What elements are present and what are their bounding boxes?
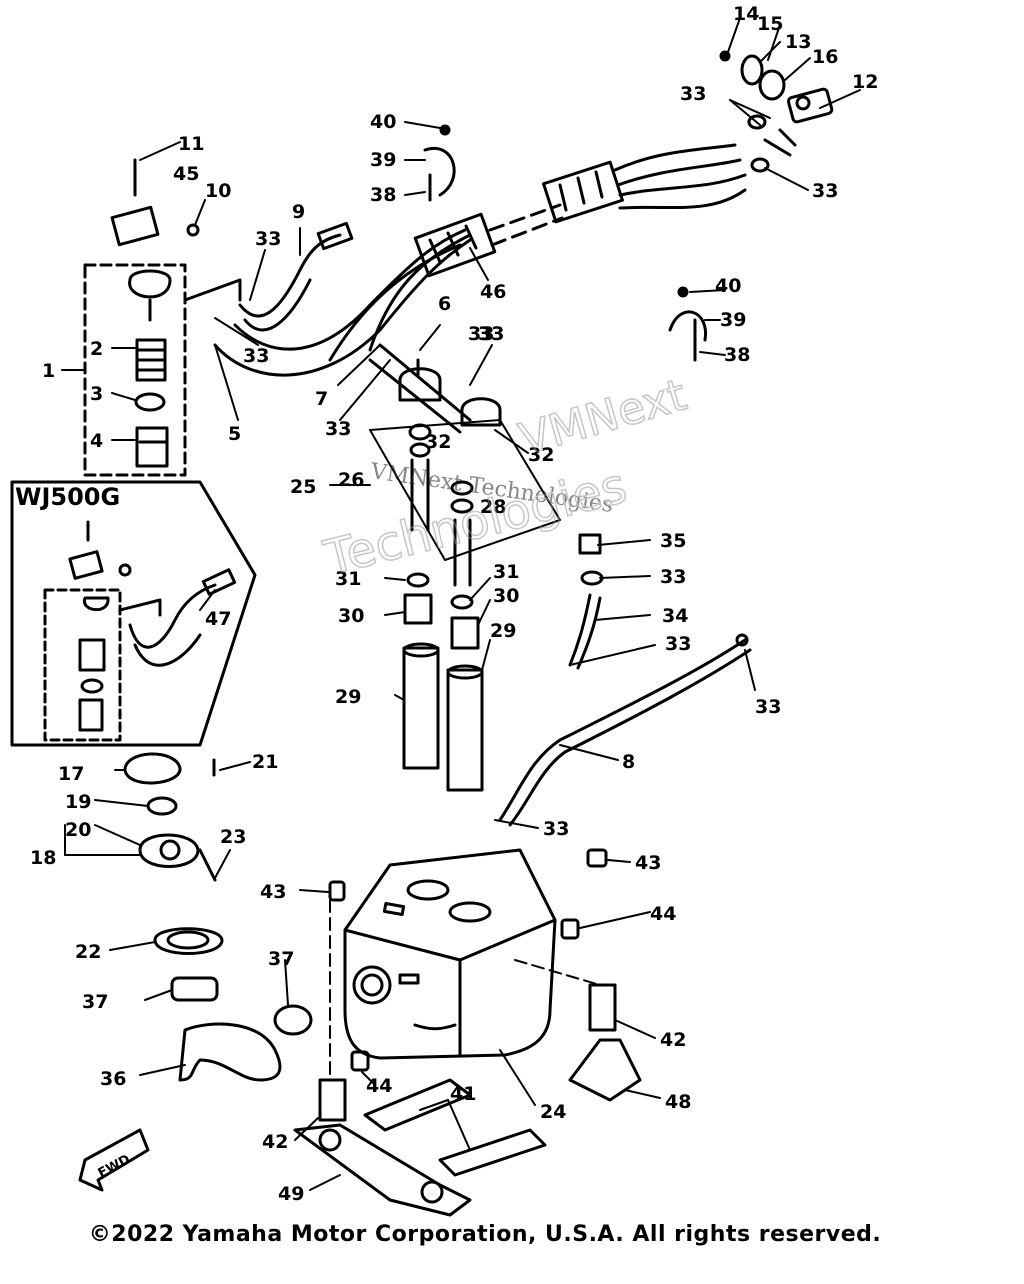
callout-c16: 16 <box>812 46 838 68</box>
callout-c33k: 33 <box>468 323 494 345</box>
fuel-connector-12 <box>719 50 834 173</box>
callout-c21: 21 <box>252 751 278 773</box>
callout-c2: 2 <box>90 338 103 360</box>
callout-c32a: 32 <box>425 431 451 453</box>
callout-c33d: 33 <box>478 323 504 345</box>
callout-c46: 46 <box>480 281 506 303</box>
callout-c29a: 29 <box>335 686 361 708</box>
callout-c22: 22 <box>75 941 101 963</box>
callout-c38a: 38 <box>370 184 396 206</box>
callout-c48: 48 <box>665 1091 691 1113</box>
callout-c44a: 44 <box>650 903 676 925</box>
callout-c31a: 31 <box>335 568 361 590</box>
callout-c6: 6 <box>438 293 451 315</box>
fuel-cock-assembly <box>83 158 242 477</box>
variant-label: WJ500G <box>15 483 120 511</box>
callout-c43a: 43 <box>260 881 286 903</box>
callout-c34: 34 <box>662 605 688 627</box>
callout-c26: 26 <box>338 469 364 491</box>
fuel-hose-bundle <box>213 143 747 434</box>
filler-cap-assembly <box>123 752 313 1082</box>
callout-c35: 35 <box>660 530 686 552</box>
callout-c33f: 33 <box>665 633 691 655</box>
callout-c41: 41 <box>450 1083 476 1105</box>
callout-c25: 25 <box>290 476 316 498</box>
hose-9 <box>238 221 354 332</box>
callout-c24: 24 <box>540 1101 566 1123</box>
callout-c39a: 39 <box>370 149 396 171</box>
callout-c19: 19 <box>65 791 91 813</box>
clamp-group-right <box>668 286 708 362</box>
tank-mounts <box>293 848 642 1217</box>
vent-assembly <box>369 358 561 792</box>
callout-c49: 49 <box>278 1183 304 1205</box>
fwd-label: FWD <box>96 1152 133 1181</box>
callout-c3: 3 <box>90 383 103 405</box>
leader-lines <box>61 17 861 1191</box>
callout-c8: 8 <box>622 751 635 773</box>
callout-c7: 7 <box>315 388 328 410</box>
callout-c9: 9 <box>292 201 305 223</box>
callout-c44b: 44 <box>366 1075 392 1097</box>
callout-c37a: 37 <box>82 991 108 1013</box>
callout-c5: 5 <box>228 423 241 445</box>
callout-c10: 10 <box>205 180 231 202</box>
fwd-arrow <box>78 1128 150 1192</box>
callout-c33c: 33 <box>325 418 351 440</box>
callout-c23: 23 <box>220 826 246 848</box>
callout-c33j: 33 <box>812 180 838 202</box>
callout-c33e: 33 <box>660 566 686 588</box>
callout-c38b: 38 <box>724 344 750 366</box>
callout-c40b: 40 <box>715 275 741 297</box>
callout-c32b: 32 <box>528 444 554 466</box>
callout-c1: 1 <box>42 360 55 382</box>
callout-c11: 11 <box>178 133 204 155</box>
copyright-notice: ©2022 Yamaha Motor Corporation, U.S.A. A… <box>88 1222 882 1247</box>
callout-c30b: 30 <box>493 585 519 607</box>
callout-c12: 12 <box>852 71 878 93</box>
callout-c18: 18 <box>30 847 56 869</box>
callout-c43b: 43 <box>635 852 661 874</box>
callout-c17: 17 <box>58 763 84 785</box>
callout-c14: 14 <box>733 3 759 25</box>
callout-c13: 13 <box>785 31 811 53</box>
wj500g-inset <box>10 480 257 747</box>
callout-c15: 15 <box>757 13 783 35</box>
callout-c33h: 33 <box>543 818 569 840</box>
watermark: VMNext Technologies VMNext Technologies <box>318 369 693 588</box>
hose-8-and-fittings <box>498 533 752 827</box>
callout-c29b: 29 <box>490 620 516 642</box>
callout-c42a: 42 <box>660 1029 686 1051</box>
callout-c4: 4 <box>90 430 103 452</box>
callout-c40a: 40 <box>370 111 396 133</box>
callout-c45: 45 <box>173 163 199 185</box>
clamp-group-upper <box>423 124 456 202</box>
callout-c33i: 33 <box>680 83 706 105</box>
callout-c39b: 39 <box>720 309 746 331</box>
callout-c33b: 33 <box>243 345 269 367</box>
callout-c30a: 30 <box>338 605 364 627</box>
callout-c20: 20 <box>65 819 91 841</box>
callout-c31b: 31 <box>493 561 519 583</box>
callout-c33g: 33 <box>755 696 781 718</box>
callout-c33a: 33 <box>255 228 281 250</box>
callout-c28: 28 <box>480 496 506 518</box>
watermark-line-2: VMNext <box>514 370 692 466</box>
callout-c36: 36 <box>100 1068 126 1090</box>
callout-c47: 47 <box>205 608 231 630</box>
fuel-tank <box>343 848 557 1060</box>
callout-c42b: 42 <box>262 1131 288 1153</box>
callout-c37b: 37 <box>268 948 294 970</box>
